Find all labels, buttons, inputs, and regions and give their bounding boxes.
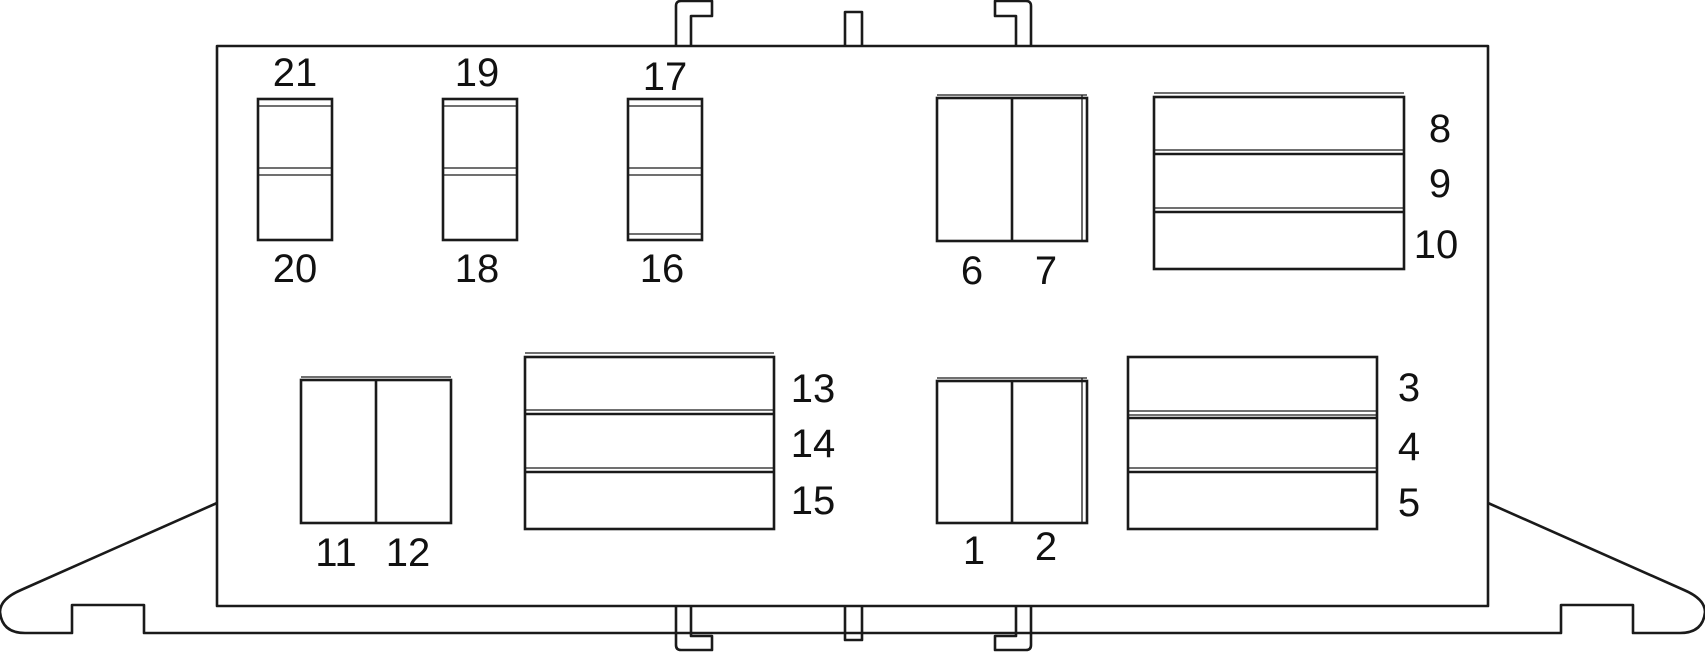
label-13: 13 — [791, 367, 836, 411]
label-21: 21 — [273, 51, 318, 95]
relay-pair-11-12 — [299, 376, 453, 525]
label-16: 16 — [640, 247, 685, 291]
label-4: 4 — [1398, 425, 1420, 469]
label-10: 10 — [1414, 223, 1459, 267]
left-mounting-flange — [0, 501, 218, 635]
relay-pair-1-2 — [935, 377, 1089, 525]
top-clip-center — [843, 10, 864, 45]
label-1: 1 — [963, 529, 985, 573]
label-19: 19 — [455, 51, 500, 95]
relay-stack-3-4-5 — [1126, 355, 1379, 531]
relay-stack-8-9-10 — [1152, 92, 1406, 271]
fuse-slot-18-19 — [441, 97, 519, 242]
label-2: 2 — [1035, 525, 1057, 569]
label-6: 6 — [961, 249, 983, 293]
fuse-box-housing — [215, 44, 1490, 608]
bottom-clip-right — [993, 606, 1033, 652]
label-17: 17 — [643, 55, 688, 99]
bottom-clip-left — [674, 606, 714, 652]
fuse-slot-20-21 — [256, 97, 334, 242]
label-11: 11 — [315, 531, 357, 575]
label-7: 7 — [1035, 249, 1057, 293]
right-mounting-flange — [1487, 501, 1705, 635]
label-9: 9 — [1429, 162, 1451, 206]
top-clip-left — [674, 0, 714, 45]
label-5: 5 — [1398, 481, 1420, 525]
bottom-clip-center — [843, 606, 864, 642]
label-3: 3 — [1398, 366, 1420, 410]
label-20: 20 — [273, 247, 318, 291]
label-14: 14 — [791, 422, 836, 466]
label-18: 18 — [455, 247, 500, 291]
top-clip-right — [993, 0, 1033, 45]
relay-pair-6-7 — [935, 94, 1089, 243]
fuse-slot-16-17 — [626, 97, 704, 242]
label-12: 12 — [386, 531, 431, 575]
relay-stack-13-14-15 — [523, 352, 776, 531]
label-8: 8 — [1429, 107, 1451, 151]
label-15: 15 — [791, 479, 836, 523]
